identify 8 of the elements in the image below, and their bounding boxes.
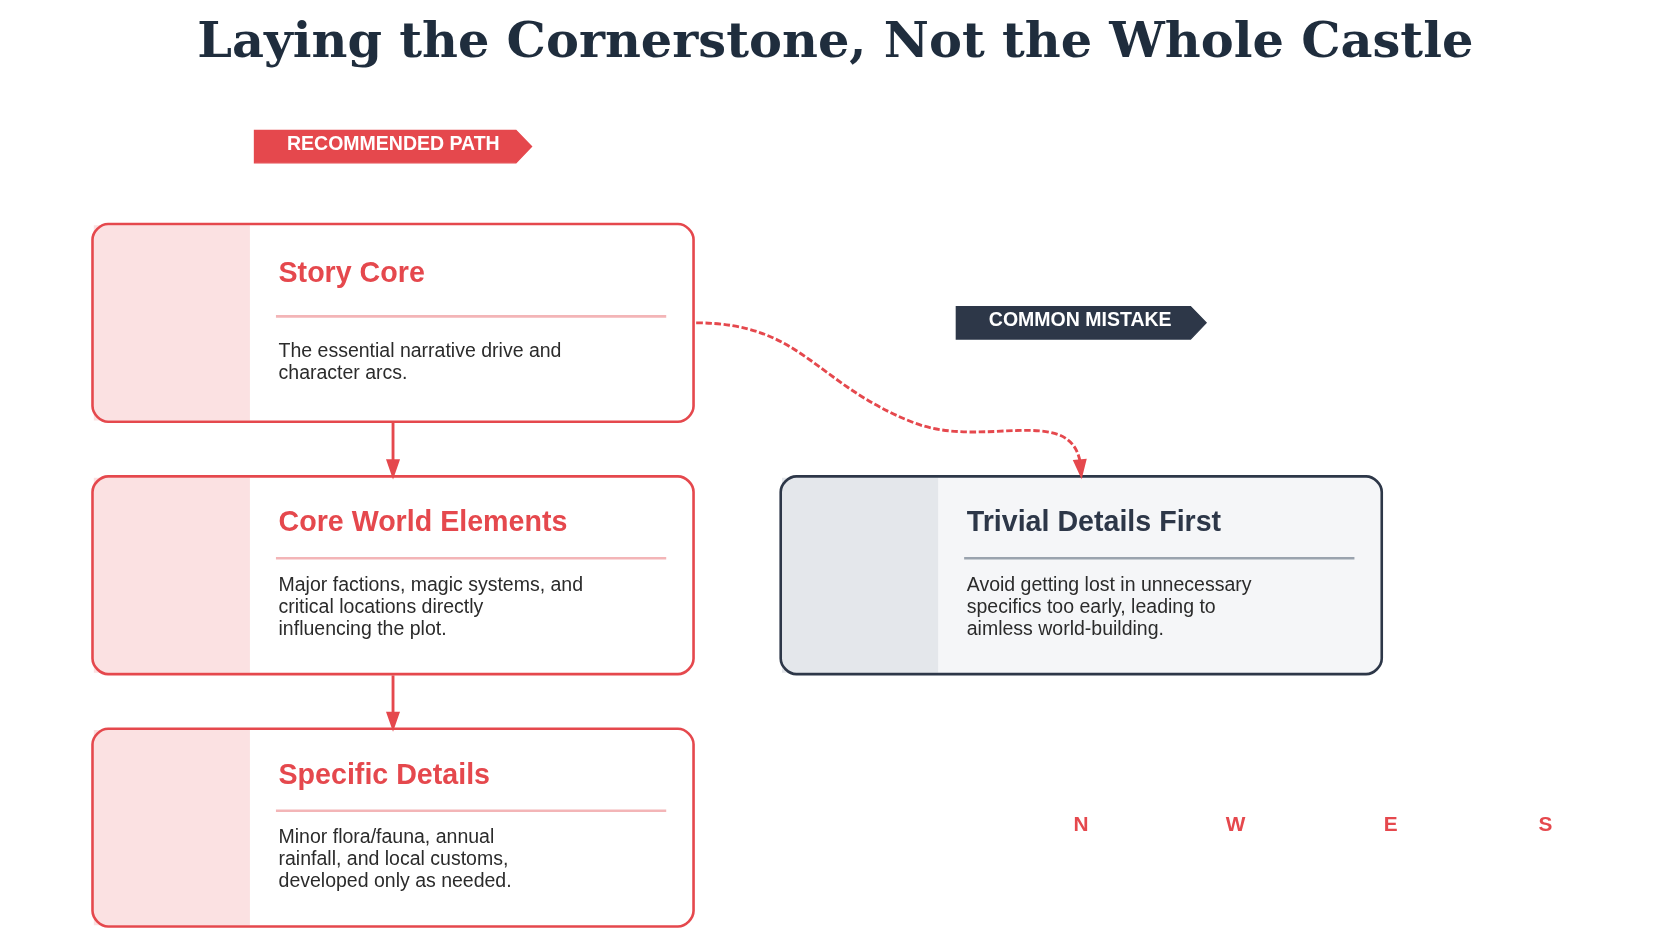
label: W — [1225, 812, 1246, 836]
diagram-title: Laying the Cornerstone, Not the Whole Castle — [197, 10, 1474, 69]
label: E — [1383, 812, 1398, 836]
arrow — [386, 675, 401, 732]
label: S — [1538, 812, 1553, 836]
arrow — [386, 423, 401, 480]
arrow — [696, 321, 1087, 480]
label: N — [1073, 812, 1089, 836]
